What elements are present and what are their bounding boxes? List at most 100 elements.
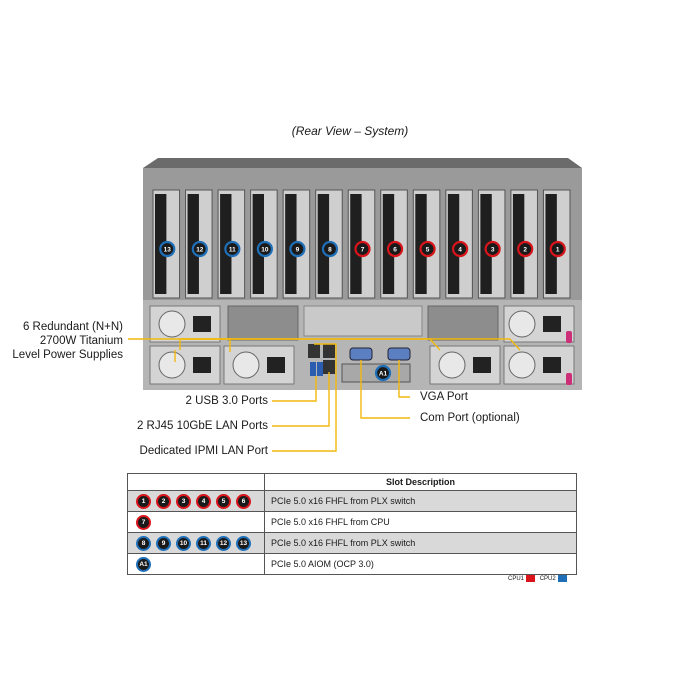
lan-port-2 <box>323 360 335 374</box>
callout-line-lan <box>272 372 330 427</box>
callout-line-ipmi <box>272 343 337 452</box>
slot-badge: 2 <box>156 493 171 509</box>
slot-badge: 12 <box>216 535 231 551</box>
legend-cpu1-label: CPU1 <box>508 576 525 583</box>
callout-psu-line-2: 2700W Titanium <box>39 335 123 347</box>
slot-badges-cell: A1 <box>127 553 265 575</box>
vga-port <box>387 347 411 361</box>
slot-badge: 9 <box>156 535 171 551</box>
pcie-slot-opening <box>350 194 362 294</box>
pcie-slot-opening <box>285 194 297 294</box>
cpu-legend: CPU1 CPU2 <box>508 575 570 582</box>
slot-badge: 1 <box>136 493 151 509</box>
slot-badge-label: 7 <box>361 247 365 254</box>
slot-badge: 3 <box>176 493 191 509</box>
table-header-row: Slot Description <box>127 473 577 491</box>
slot-badge-circle <box>354 240 371 258</box>
callout-lan: 2 RJ45 10GbE LAN Ports <box>136 420 268 432</box>
psu-power-inlet <box>267 357 285 373</box>
pcie-slot-opening <box>415 194 427 294</box>
psu-fan <box>438 351 466 379</box>
slot-badge: 4 <box>196 493 211 509</box>
psu-power-inlet <box>193 357 211 373</box>
slot-badge-circle <box>321 240 339 258</box>
chassis-top-edge <box>143 158 582 168</box>
callout-psu-line-1: 6 Redundant (N+N) <box>22 321 123 333</box>
pcie-slot-opening <box>447 194 460 294</box>
slot-badge-circle <box>224 240 241 258</box>
slot-badge: 7 <box>136 514 151 530</box>
slot-badge-label: 6 <box>393 247 397 254</box>
psu-handle <box>566 331 572 343</box>
table-row: A1 PCIe 5.0 AIOM (OCP 3.0) <box>127 553 577 575</box>
slot-badge-label: 10 <box>261 247 269 254</box>
lan-port-1 <box>323 344 335 358</box>
psu-power-inlet <box>543 357 561 373</box>
slot-badge: A1 <box>136 556 151 572</box>
table-row: 7 PCIe 5.0 x16 FHFL from CPU <box>127 511 577 533</box>
callout-line-vga <box>398 360 410 398</box>
usb-port-2 <box>317 362 323 376</box>
psu-power-inlet <box>193 316 211 332</box>
legend-cpu1-swatch <box>526 575 536 582</box>
slot-badge: 11 <box>196 535 211 551</box>
vent-right <box>427 305 499 341</box>
pcie-slot-opening <box>187 194 199 294</box>
slot-badge-label: 9 <box>296 247 300 254</box>
callout-line-usb <box>272 376 317 402</box>
slot-badge-circle <box>159 240 176 258</box>
slot-badge-circle <box>191 240 208 258</box>
pcie-slot-opening <box>317 194 330 294</box>
com-port <box>349 347 373 361</box>
slot-badge: 5 <box>216 493 231 509</box>
slot-description: PCIe 5.0 x16 FHFL from PLX switch <box>264 532 577 554</box>
slot-badges-cell: 7 <box>127 511 265 533</box>
usb-port-1 <box>310 362 316 376</box>
table-header: Slot Description <box>264 473 577 491</box>
slot-badge-label: 3 <box>491 247 495 254</box>
slot-badge-circle <box>419 240 436 258</box>
slot-badge-circle <box>256 240 273 258</box>
slot-badge-label: 13 <box>164 247 172 254</box>
slot-badge-label: 2 <box>523 247 527 254</box>
psu-power-inlet <box>473 357 491 373</box>
callout-line-com <box>360 360 410 419</box>
slot-badge-label: 8 <box>328 247 332 254</box>
slot-badge-label: 11 <box>229 247 236 254</box>
pcie-slot-opening <box>480 194 492 294</box>
vent-left <box>227 305 299 341</box>
callout-ipmi: Dedicated IPMI LAN Port <box>139 445 268 457</box>
slot-badge-circle <box>386 240 404 258</box>
slot-badge: 6 <box>236 493 251 509</box>
slot-description: PCIe 5.0 x16 FHFL from PLX switch <box>264 490 577 512</box>
pcie-slot-opening <box>155 194 167 294</box>
slot-description: PCIe 5.0 AIOM (OCP 3.0) <box>264 553 577 575</box>
psu-handle <box>566 373 572 385</box>
slot-badge: 10 <box>176 535 191 551</box>
slot-badge-circle <box>289 240 306 258</box>
ipmi-lan-port <box>308 344 320 358</box>
psu-fan <box>158 310 186 338</box>
psu-power-inlet <box>543 316 561 332</box>
psu-fan <box>232 351 260 379</box>
slot-badge-label: A1 <box>379 371 388 378</box>
psu-fan <box>508 351 536 379</box>
io-shield <box>303 305 423 337</box>
table-header-empty <box>127 473 265 491</box>
pcie-slot-opening <box>545 194 557 294</box>
slot-description: PCIe 5.0 x16 FHFL from CPU <box>264 511 577 533</box>
slot-badge-label: 12 <box>196 247 204 254</box>
callout-lines <box>128 338 521 452</box>
pcie-slot-opening <box>252 194 265 294</box>
slot-badge-circle <box>549 240 566 258</box>
slot-badge: 13 <box>236 535 251 551</box>
slot-badge: 8 <box>136 535 151 551</box>
caption: (Rear View – System) <box>291 124 409 138</box>
callout-vga: VGA Port <box>420 391 468 403</box>
callout-psu-line-3: Level Power Supplies <box>12 349 123 361</box>
slot-badge-circle <box>452 240 469 258</box>
